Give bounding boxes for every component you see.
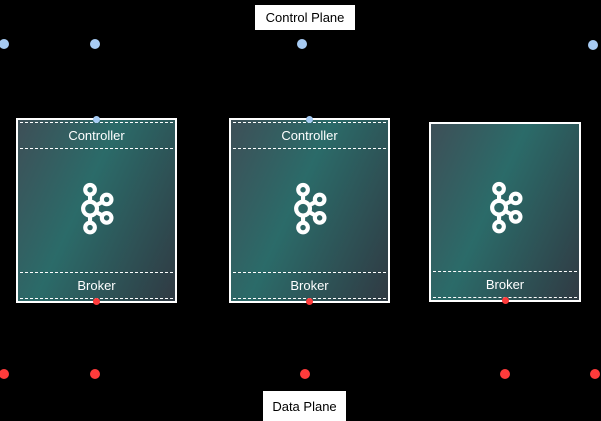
- broker-section: Broker: [20, 272, 173, 299]
- control-plane-dot-icon: [0, 39, 9, 49]
- kafka-node-2: Controller Broker: [229, 116, 390, 305]
- broker-section: Broker: [433, 271, 577, 298]
- kafka-logo-icon: [489, 181, 523, 234]
- controller-label: Controller: [281, 128, 338, 143]
- controller-port-icon: [306, 116, 313, 123]
- node-body: [231, 149, 388, 272]
- control-plane-label-text: Control Plane: [265, 10, 345, 25]
- controller-label: Controller: [68, 128, 125, 143]
- data-plane-dot-icon: [590, 369, 600, 379]
- broker-label: Broker: [290, 278, 329, 293]
- kafka-logo-icon: [294, 182, 327, 235]
- broker-port-icon: [93, 298, 100, 305]
- broker-port-icon: [501, 297, 509, 304]
- data-plane-dot-icon: [90, 369, 100, 379]
- controller-section: Controller: [233, 122, 386, 149]
- data-plane-label: Data Plane: [263, 391, 346, 421]
- control-plane-dot-icon: [588, 40, 598, 50]
- kafka-node-1: Controller Broker: [16, 116, 177, 305]
- data-plane-label-text: Data Plane: [272, 398, 337, 414]
- node-body: [431, 124, 579, 271]
- broker-label: Broker: [485, 277, 525, 292]
- broker-label: Broker: [77, 278, 116, 293]
- node-body: [18, 149, 175, 272]
- data-plane-dot-icon: [300, 369, 310, 379]
- controller-section: Controller: [20, 122, 173, 149]
- broker-section: Broker: [233, 272, 386, 299]
- kafka-node-3: Broker: [429, 122, 581, 304]
- data-plane-dot-icon: [0, 369, 9, 379]
- control-plane-label: Control Plane: [255, 5, 355, 30]
- kafka-logo-icon: [81, 182, 114, 235]
- control-plane-dot-icon: [297, 39, 307, 49]
- data-plane-dot-icon: [500, 369, 510, 379]
- controller-port-icon: [93, 116, 100, 123]
- broker-port-icon: [306, 298, 313, 305]
- control-plane-dot-icon: [90, 39, 100, 49]
